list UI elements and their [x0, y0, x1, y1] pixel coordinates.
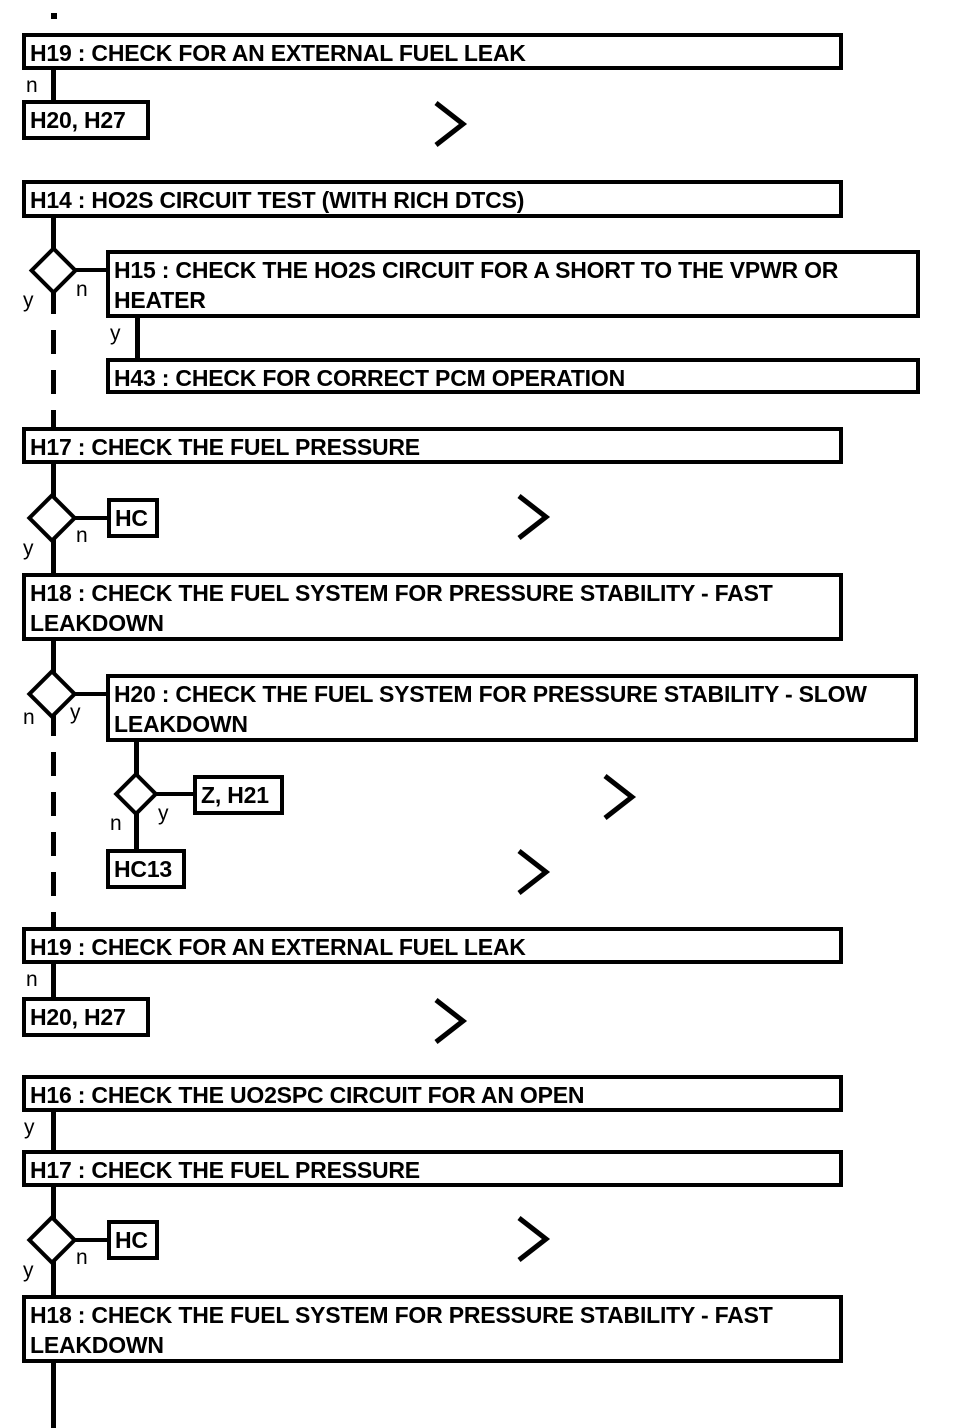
decision-diamond-1[interactable]	[28, 245, 79, 296]
terminal-box-hc13[interactable]: HC13	[106, 849, 186, 889]
chevron-marker-5	[433, 997, 469, 1045]
process-box-h15-ho2s-short-to-vpwr[interactable]: H15 : CHECK THE HO2S CIRCUIT FOR A SHORT…	[106, 250, 920, 318]
connector-decision4-to-hc13	[134, 806, 139, 851]
process-box-h18-fast-leakdown-2[interactable]: H18 : CHECK THE FUEL SYSTEM FOR PRESSURE…	[22, 1295, 843, 1363]
process-box-h16-uo2spc-circuit-open[interactable]: H16 : CHECK THE UO2SPC CIRCUIT FOR AN OP…	[22, 1075, 843, 1112]
process-box-h19-external-fuel-leak-1[interactable]: H19 : CHECK FOR AN EXTERNAL FUEL LEAK	[22, 33, 843, 70]
connector-h18-to-decision-3	[51, 641, 56, 678]
decision-diamond-5[interactable]	[26, 1214, 78, 1266]
chevron-marker-4	[516, 848, 552, 896]
connector-h19-to-h20h27-1	[51, 70, 56, 100]
connector-decision2-to-h18	[51, 530, 56, 575]
chevron-marker-3	[602, 773, 638, 821]
process-box-h43-correct-pcm-operation[interactable]: H43 : CHECK FOR CORRECT PCM OPERATION	[106, 358, 920, 394]
connector-decision4-to-z-h21	[148, 792, 196, 796]
branch-label-y-3: y	[23, 537, 34, 560]
connector-h14-to-decision-1	[51, 218, 56, 256]
process-box-h18-fast-leakdown-1[interactable]: H18 : CHECK THE FUEL SYSTEM FOR PRESSURE…	[22, 573, 843, 641]
branch-label-y-1: y	[23, 289, 34, 312]
connector-decision3-to-h20	[66, 692, 112, 696]
branch-label-n-6: n	[26, 968, 38, 991]
branch-label-n-7: n	[76, 1246, 88, 1269]
terminal-box-hc-2[interactable]: HC	[107, 1220, 159, 1260]
branch-label-y-2: y	[110, 322, 121, 345]
connector-h16-to-h17	[51, 1112, 56, 1152]
terminal-box-hc-1[interactable]: HC	[107, 498, 159, 538]
branch-label-n-5: n	[110, 812, 122, 835]
branch-label-n-4: n	[23, 706, 35, 729]
connector-decision1-to-h15	[68, 268, 110, 272]
decision-diamond-3[interactable]	[26, 668, 78, 720]
connector-h18-bottom-continuation	[51, 1363, 56, 1428]
process-box-h14-ho2s-circuit-test[interactable]: H14 : HO2S CIRCUIT TEST (WITH RICH DTCS)	[22, 180, 843, 218]
branch-label-n-3: n	[76, 524, 88, 547]
terminal-box-h20-h27-2[interactable]: H20, H27	[22, 997, 150, 1037]
branch-label-n-1: n	[26, 74, 38, 97]
connector-decision5-to-h18	[51, 1252, 56, 1297]
chevron-marker-1	[433, 100, 469, 148]
branch-label-y-5: y	[158, 802, 169, 825]
branch-label-n-2: n	[76, 278, 88, 301]
connector-h19-to-h20h27-2	[51, 964, 56, 999]
process-box-h20-slow-leakdown[interactable]: H20 : CHECK THE FUEL SYSTEM FOR PRESSURE…	[106, 674, 918, 742]
connector-h15-to-h43	[135, 318, 140, 360]
branch-label-y-6: y	[24, 1116, 35, 1139]
connector-decision1-y-dashed	[51, 290, 56, 428]
connector-decision3-n-dashed	[51, 712, 56, 927]
terminal-box-h20-h27-1[interactable]: H20, H27	[22, 100, 150, 140]
process-box-h17-fuel-pressure-2[interactable]: H17 : CHECK THE FUEL PRESSURE	[22, 1150, 843, 1187]
chevron-marker-6	[516, 1215, 552, 1263]
connector-h17-to-decision-2	[51, 464, 56, 503]
branch-label-y-4: y	[70, 701, 81, 724]
connector-h17-to-decision-5	[51, 1187, 56, 1225]
process-box-h17-fuel-pressure-1[interactable]: H17 : CHECK THE FUEL PRESSURE	[22, 427, 843, 464]
terminal-box-z-h21[interactable]: Z, H21	[193, 775, 284, 815]
connector-decision2-to-hc	[66, 516, 110, 520]
chevron-marker-2	[516, 493, 552, 541]
process-box-h19-external-fuel-leak-2[interactable]: H19 : CHECK FOR AN EXTERNAL FUEL LEAK	[22, 927, 843, 964]
decision-diamond-2[interactable]	[26, 492, 78, 544]
connector-decision5-to-hc	[66, 1238, 110, 1242]
stray-dot	[51, 13, 57, 19]
connector-h20-to-decision-4	[134, 742, 139, 779]
branch-label-y-7: y	[23, 1259, 34, 1282]
decision-diamond-4[interactable]	[113, 771, 159, 817]
